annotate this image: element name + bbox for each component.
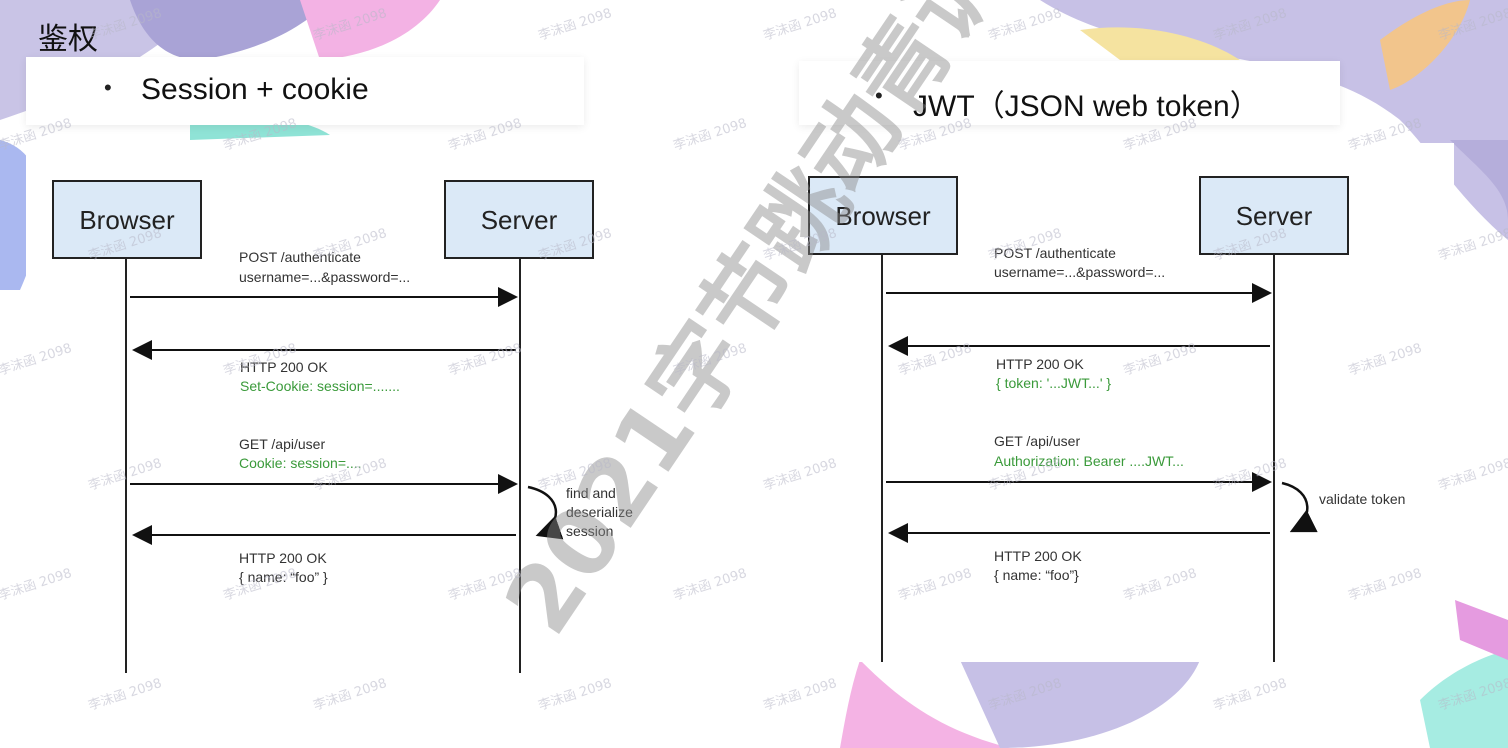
self-loop-arrow bbox=[1281, 481, 1318, 533]
server-actor bbox=[444, 180, 594, 259]
session-cookie-bullet: • Session + cookie bbox=[26, 57, 584, 125]
msg3-line2: Authorization: Bearer ....JWT... bbox=[994, 453, 1184, 469]
page-title: 鉴权 bbox=[38, 22, 98, 57]
jwt-diagram-svg: Browser Server POST /authenticate userna… bbox=[808, 176, 1405, 662]
server-label: Server bbox=[1236, 201, 1313, 231]
self-loop-arrow bbox=[527, 485, 564, 540]
msg3-line1: GET /api/user bbox=[994, 433, 1080, 449]
note-line3: session bbox=[566, 523, 613, 539]
server-label: Server bbox=[481, 205, 558, 235]
msg3-line1: GET /api/user bbox=[239, 436, 325, 452]
note-line1: find and bbox=[566, 485, 616, 501]
msg2-line1: HTTP 200 OK bbox=[240, 359, 328, 375]
bullet-text: Session + cookie bbox=[141, 73, 369, 106]
session-sequence-diagram: Browser Server POST /authenticate userna… bbox=[26, 143, 640, 683]
note-line2: deserialize bbox=[566, 504, 633, 520]
msg1-line2: username=...&password=... bbox=[994, 264, 1165, 280]
msg4-line1: HTTP 200 OK bbox=[994, 548, 1082, 564]
bullet-dot: • bbox=[104, 75, 112, 100]
browser-label: Browser bbox=[835, 201, 931, 231]
bullet-text: JWT（JSON web token） bbox=[913, 90, 1260, 123]
jwt-sequence-diagram: Browser Server POST /authenticate userna… bbox=[786, 143, 1454, 662]
msg4-line2: { name: “foo” } bbox=[239, 569, 328, 585]
note-line1: validate token bbox=[1319, 491, 1405, 507]
msg1-line1: POST /authenticate bbox=[239, 249, 361, 265]
msg4-line1: HTTP 200 OK bbox=[239, 550, 327, 566]
msg3-line2: Cookie: session=.... bbox=[239, 455, 362, 471]
msg2-line2: { token: '...JWT...' } bbox=[996, 375, 1111, 391]
msg2-line2: Set-Cookie: session=....... bbox=[240, 378, 400, 394]
browser-actor bbox=[52, 180, 202, 259]
msg2-line1: HTTP 200 OK bbox=[996, 356, 1084, 372]
browser-label: Browser bbox=[79, 205, 175, 235]
jwt-bullet: • JWT（JSON web token） bbox=[799, 61, 1340, 125]
msg1-line2: username=...&password=... bbox=[239, 269, 410, 285]
msg4-line2: { name: “foo”} bbox=[994, 567, 1079, 583]
bullet-dot: • bbox=[875, 83, 883, 108]
msg1-line1: POST /authenticate bbox=[994, 245, 1116, 261]
session-diagram-svg: Browser Server POST /authenticate userna… bbox=[52, 180, 633, 673]
